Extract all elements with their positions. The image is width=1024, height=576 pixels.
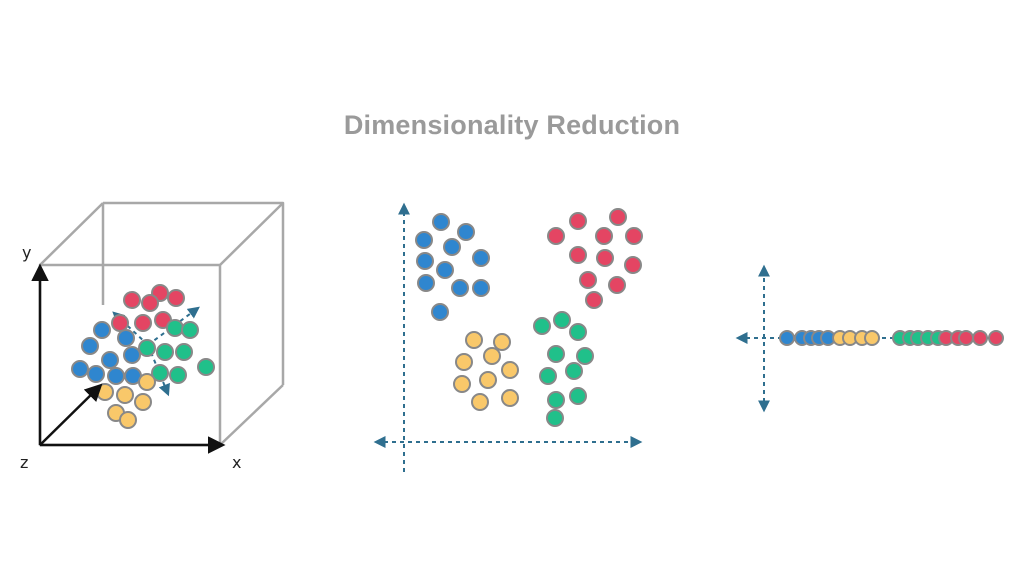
panel-3d: y x z xyxy=(20,201,285,472)
red-point xyxy=(569,246,587,264)
green-point xyxy=(569,387,587,405)
green-point xyxy=(533,317,551,335)
point-line-1d xyxy=(779,330,1004,346)
red-point xyxy=(988,330,1004,346)
green-point xyxy=(181,321,199,339)
yellow-point xyxy=(483,347,501,365)
blue-point xyxy=(101,351,119,369)
point-cloud-3d xyxy=(71,284,215,429)
blue-point xyxy=(472,249,490,267)
red-point xyxy=(569,212,587,230)
yellow-point xyxy=(119,411,137,429)
green-point xyxy=(169,366,187,384)
yellow-point xyxy=(479,371,497,389)
green-point xyxy=(546,409,564,427)
blue-point xyxy=(71,360,89,378)
red-point xyxy=(624,256,642,274)
green-point xyxy=(553,311,571,329)
green-point xyxy=(175,343,193,361)
red-point xyxy=(972,330,988,346)
green-point xyxy=(547,345,565,363)
page-title: Dimensionality Reduction xyxy=(343,110,681,140)
yellow-point xyxy=(864,330,880,346)
blue-point xyxy=(431,303,449,321)
yellow-point xyxy=(493,333,511,351)
x-axis-label: x xyxy=(232,453,241,472)
blue-point xyxy=(417,274,435,292)
z-axis-arrow xyxy=(39,383,103,446)
yellow-point xyxy=(465,331,483,349)
blue-point xyxy=(457,223,475,241)
panel-2d xyxy=(373,202,643,472)
green-point xyxy=(151,364,169,382)
red-point xyxy=(596,249,614,267)
red-point xyxy=(579,271,597,289)
blue-point xyxy=(107,367,125,385)
red-point xyxy=(111,314,129,332)
blue-point xyxy=(443,238,461,256)
point-cloud-2d xyxy=(415,208,643,427)
green-point xyxy=(539,367,557,385)
red-point xyxy=(167,289,185,307)
blue-point xyxy=(432,213,450,231)
blue-point xyxy=(416,252,434,270)
yellow-point xyxy=(116,386,134,404)
red-point xyxy=(625,227,643,245)
green-point xyxy=(569,323,587,341)
inner-axis-dashed xyxy=(147,306,200,346)
blue-point xyxy=(123,346,141,364)
red-point xyxy=(585,291,603,309)
blue-point xyxy=(87,365,105,383)
blue-point xyxy=(415,231,433,249)
panel-1d xyxy=(735,264,1004,413)
green-point xyxy=(138,339,156,357)
green-point xyxy=(576,347,594,365)
yellow-point xyxy=(455,353,473,371)
blue-point xyxy=(451,279,469,297)
blue-point xyxy=(93,321,111,339)
blue-point xyxy=(779,330,795,346)
solid-axes-3d xyxy=(31,263,226,454)
yellow-point xyxy=(453,375,471,393)
blue-point xyxy=(472,279,490,297)
blue-point xyxy=(436,261,454,279)
green-point xyxy=(547,391,565,409)
red-point xyxy=(595,227,613,245)
green-point xyxy=(565,362,583,380)
red-point xyxy=(958,330,974,346)
blue-point xyxy=(81,337,99,355)
yellow-point xyxy=(134,393,152,411)
yellow-point xyxy=(138,373,156,391)
red-point xyxy=(608,276,626,294)
red-point xyxy=(123,291,141,309)
yellow-point xyxy=(471,393,489,411)
green-point xyxy=(197,358,215,376)
red-point xyxy=(547,227,565,245)
blue-point xyxy=(117,329,135,347)
z-axis-label: z xyxy=(20,453,28,472)
green-point xyxy=(156,343,174,361)
red-point xyxy=(141,294,159,312)
yellow-point xyxy=(501,361,519,379)
red-point xyxy=(609,208,627,226)
y-axis-label: y xyxy=(22,243,31,262)
red-point xyxy=(134,314,152,332)
green-point xyxy=(166,319,184,337)
yellow-point xyxy=(501,389,519,407)
